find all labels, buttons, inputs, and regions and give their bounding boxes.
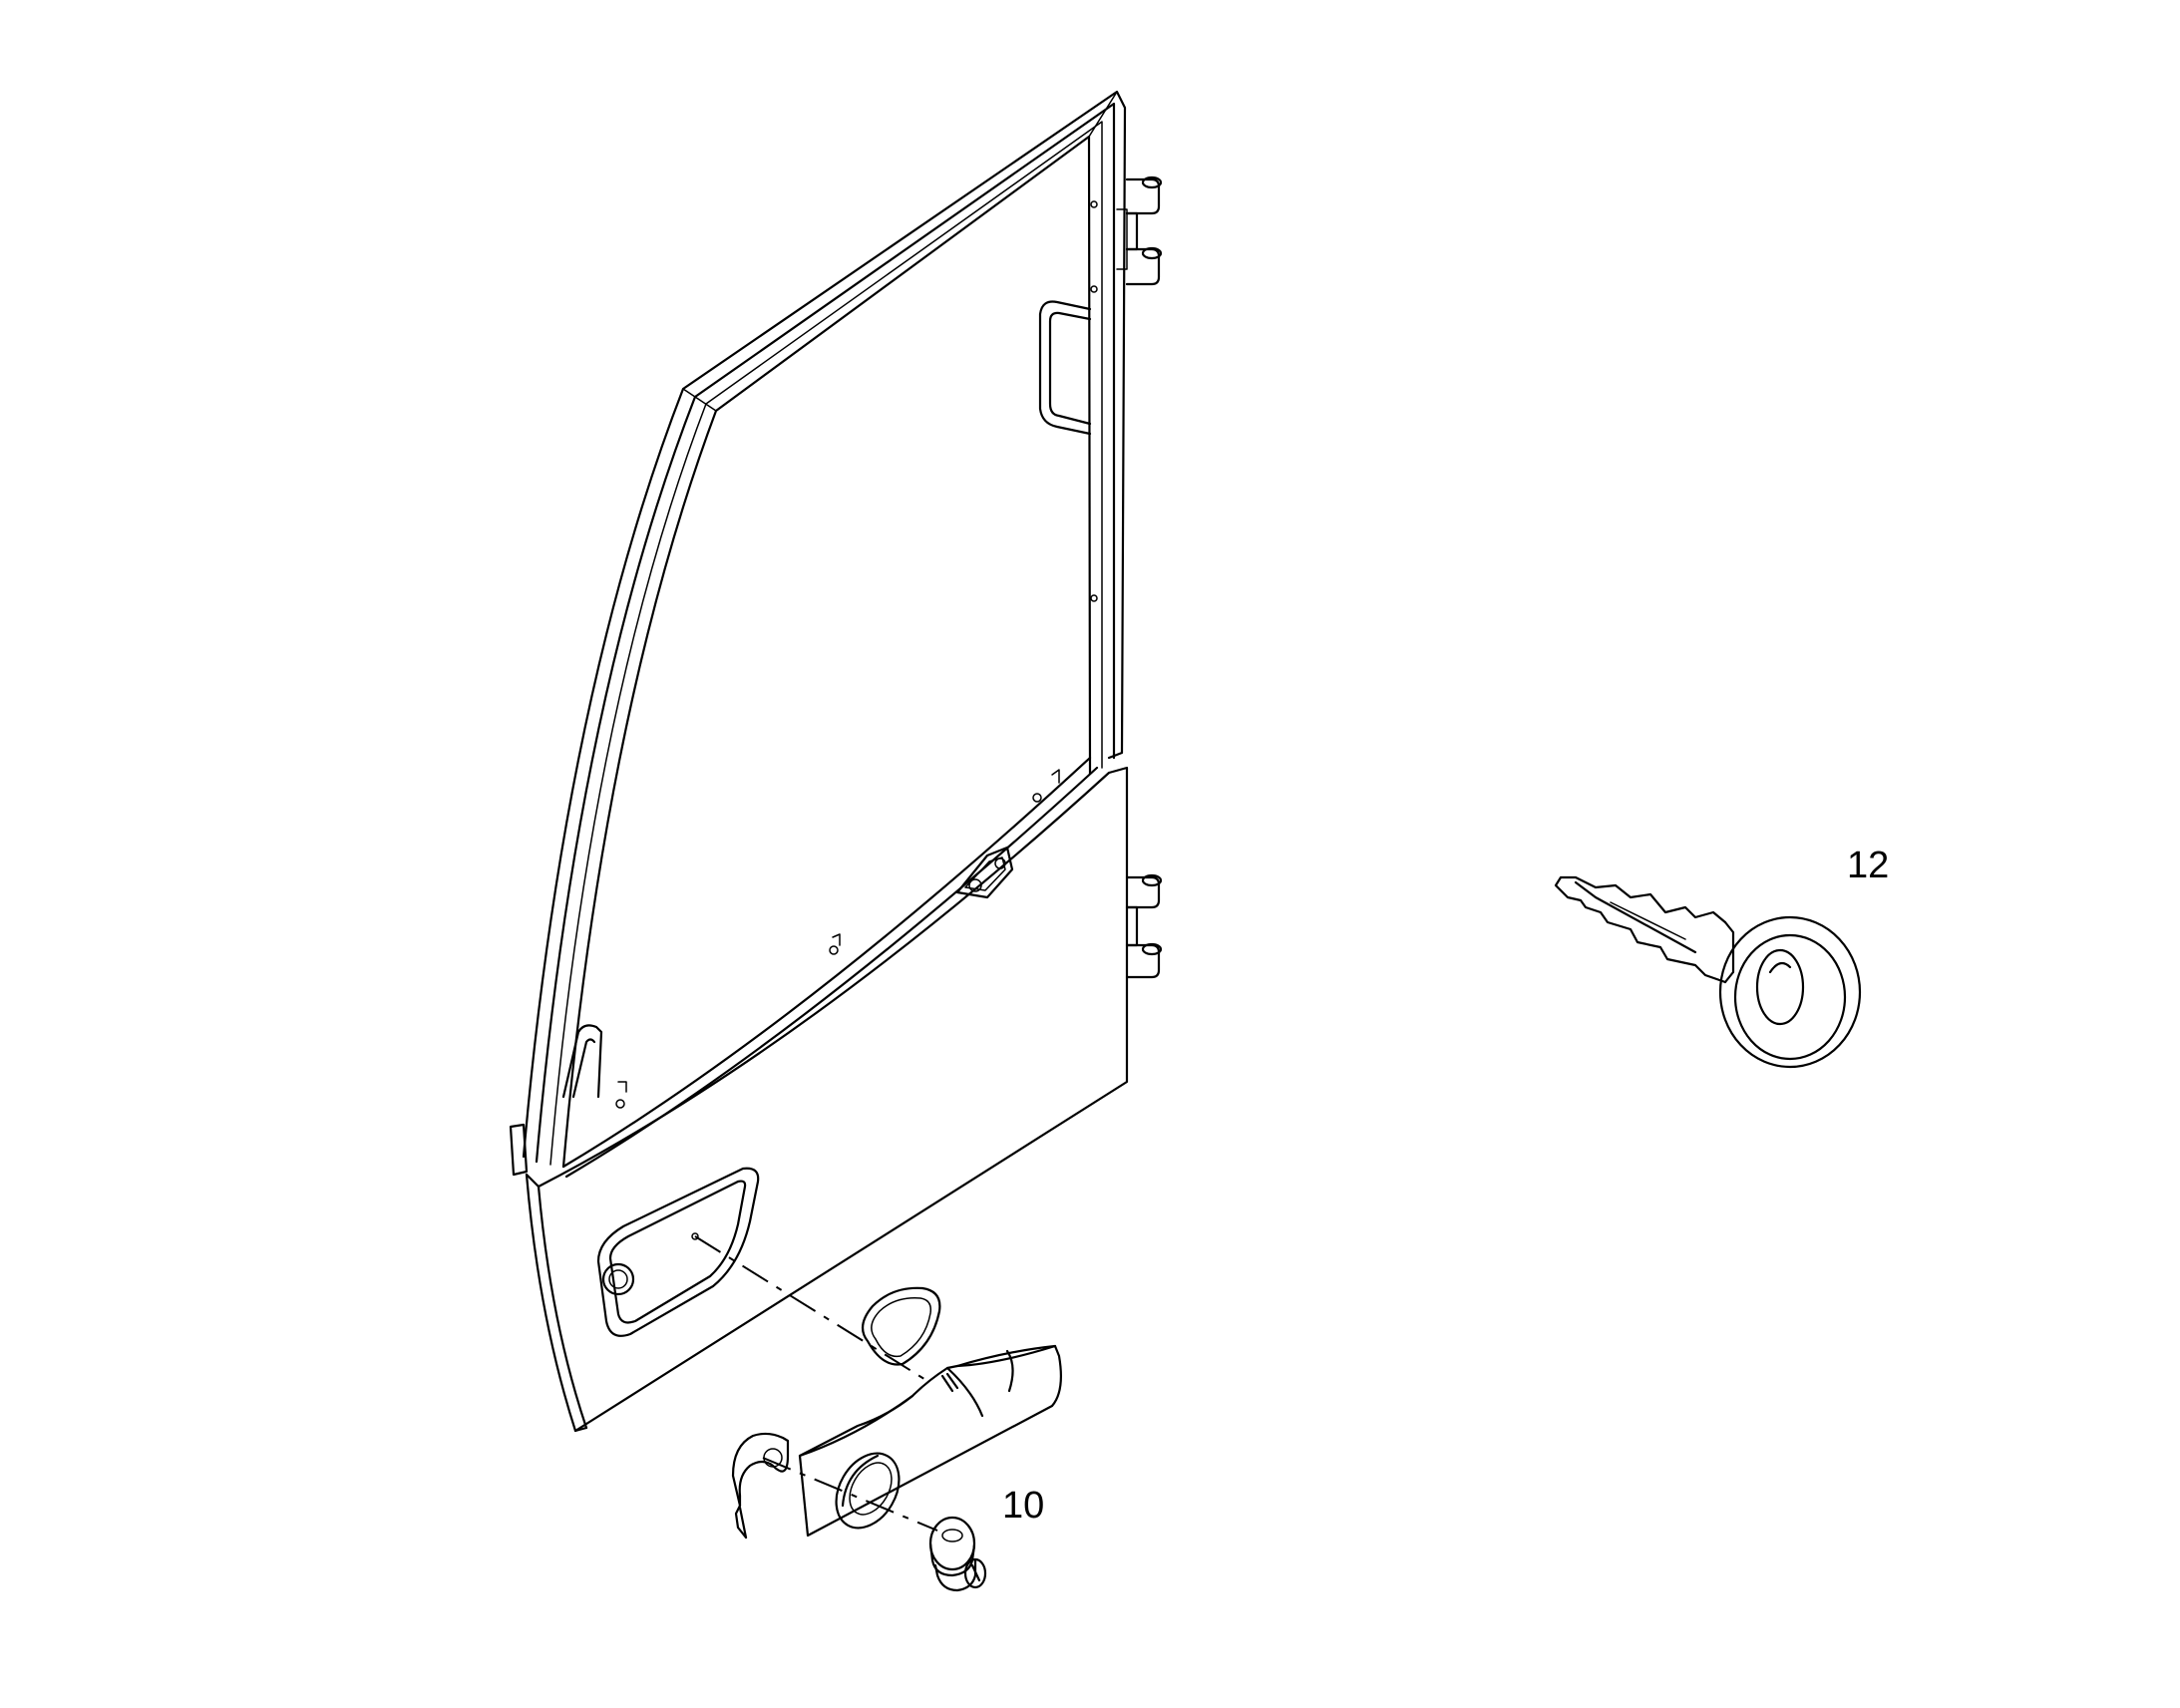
lock-cylinder [928,1516,987,1592]
hinge-lower [1125,873,1163,979]
hinge-upper [1116,175,1163,286]
callout-key: 12 [1847,845,1889,886]
handle-gasket [861,1286,941,1366]
assembly-line-upper [694,1235,928,1382]
door-assembly [509,90,1163,1433]
front-bracket [509,1024,603,1177]
belt-rail [537,756,1111,1189]
handle-parts [694,1235,1062,1592]
door-panel [525,766,1129,1433]
callout-lock-cylinder: 10 [1002,1485,1044,1527]
window-frame [522,90,1127,1169]
exterior-handle [798,1344,1062,1537]
key [1554,875,1862,1069]
window-grab-handle [1038,300,1092,436]
handle-recess [596,1167,760,1337]
retaining-clip [731,1432,790,1539]
